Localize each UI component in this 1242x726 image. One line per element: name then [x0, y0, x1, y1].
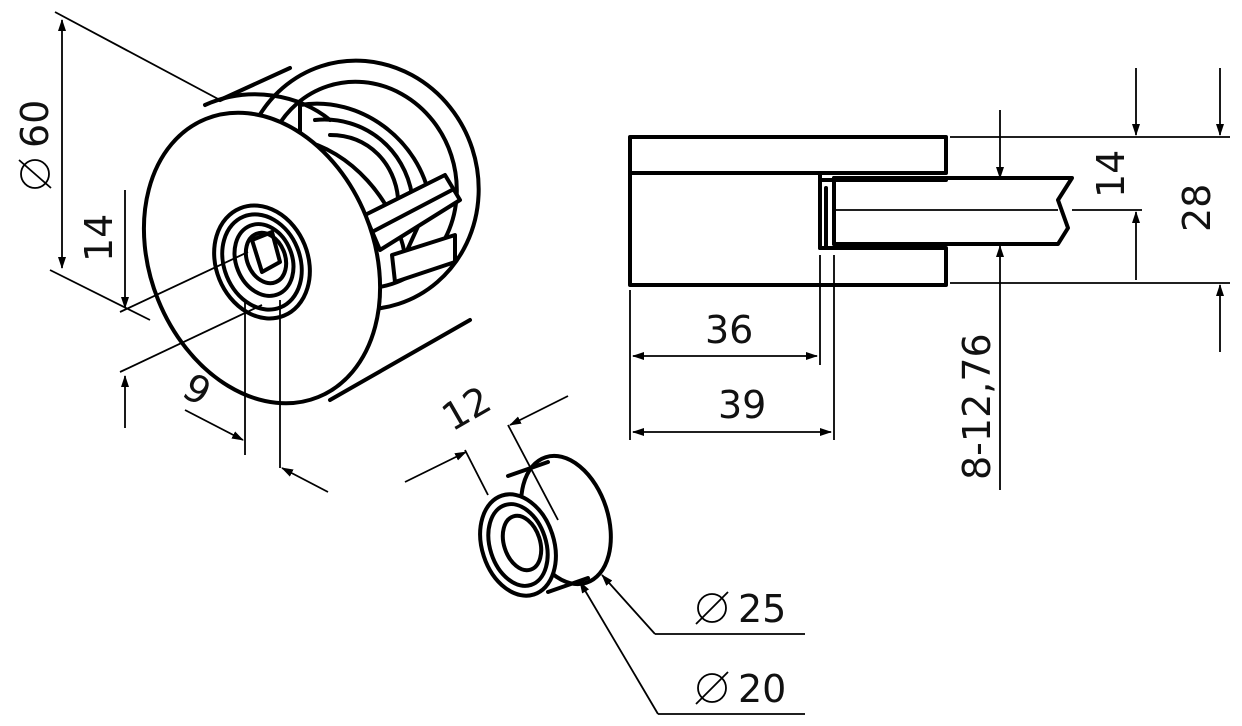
dim-label-39: 39	[718, 383, 766, 427]
diameter-symbol-icon	[20, 159, 50, 189]
dim-length-39: 39	[632, 255, 835, 440]
dim-total-28: 28	[1175, 68, 1224, 352]
dim-label-9: 9	[176, 365, 219, 415]
dim-label-60: 60	[13, 100, 57, 148]
dim-glass-range: 8-12,76	[950, 110, 1230, 490]
dim-glass-14: 14	[1072, 68, 1142, 280]
dim-diameter-25: 25	[601, 574, 805, 635]
dim-label-28: 28	[1175, 184, 1219, 232]
dim-label-14-left: 14	[77, 214, 121, 262]
diameter-symbol-icon	[697, 673, 727, 703]
dim-label-12: 12	[435, 378, 499, 440]
dim-length-36: 36	[629, 255, 821, 440]
glass-pane	[832, 176, 1074, 246]
dim-diameter-20: 20	[579, 581, 805, 715]
dim-label-8-12-76: 8-12,76	[955, 333, 999, 480]
bushing-isometric	[478, 453, 613, 598]
diameter-symbol-icon	[697, 593, 727, 623]
dim-height-14: 14	[77, 190, 263, 428]
section-view	[628, 135, 1074, 287]
dim-diameter-60: 60	[13, 11, 221, 321]
dim-label-36: 36	[705, 308, 753, 352]
dim-label-14-right: 14	[1089, 150, 1133, 198]
dim-label-diameter-20: 20	[738, 667, 786, 711]
clamp-body-isometric	[141, 58, 481, 406]
dim-label-diameter-25: 25	[738, 587, 786, 631]
